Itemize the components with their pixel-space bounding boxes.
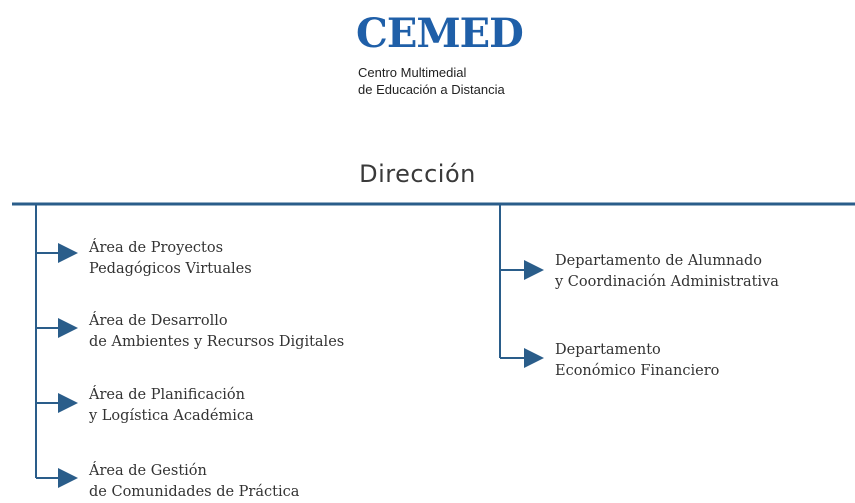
unit-label-line2: y Coordinación Administrativa	[555, 274, 779, 290]
logo-subtitle: Centro Multimedial de Educación a Distan…	[358, 64, 505, 98]
unit-proyectos-pedagogicos: Área de Proyectos Pedagógicos Virtuales	[89, 238, 252, 280]
unit-label-line1: Área de Gestión	[89, 463, 207, 479]
logo-subtitle-line2: de Educación a Distancia	[358, 82, 505, 97]
unit-departamento-economico: Departamento Económico Financiero	[555, 340, 719, 382]
unit-label-line2: Económico Financiero	[555, 363, 720, 379]
arrow-right-1	[524, 260, 544, 280]
arrow-left-4	[58, 468, 78, 488]
unit-label-line1: Departamento	[555, 342, 661, 358]
unit-label-line2: Pedagógicos Virtuales	[89, 261, 252, 277]
direction-title: Dirección	[359, 160, 476, 188]
unit-label-line2: de Ambientes y Recursos Digitales	[89, 334, 345, 350]
unit-label-line1: Área de Planificación	[89, 387, 245, 403]
unit-label-line2: y Logística Académica	[89, 408, 254, 424]
arrow-left-3	[58, 393, 78, 413]
arrow-right-2	[524, 348, 544, 368]
cemed-logo: CEMED	[356, 10, 524, 57]
unit-label-line1: Área de Proyectos	[89, 240, 224, 256]
logo-subtitle-line1: Centro Multimedial	[358, 65, 467, 80]
unit-label-line1: Área de Desarrollo	[89, 313, 228, 329]
unit-departamento-alumnado: Departamento de Alumnado y Coordinación …	[555, 251, 779, 293]
arrow-left-1	[58, 243, 78, 263]
arrow-left-2	[58, 318, 78, 338]
unit-label-line2: de Comunidades de Práctica	[89, 484, 300, 500]
unit-planificacion-logistica: Área de Planificación y Logística Académ…	[89, 385, 254, 427]
unit-desarrollo-ambientes: Área de Desarrollo de Ambientes y Recurs…	[89, 311, 344, 353]
unit-gestion-comunidades: Área de Gestión de Comunidades de Prácti…	[89, 461, 299, 503]
unit-label-line1: Departamento de Alumnado	[555, 253, 763, 269]
